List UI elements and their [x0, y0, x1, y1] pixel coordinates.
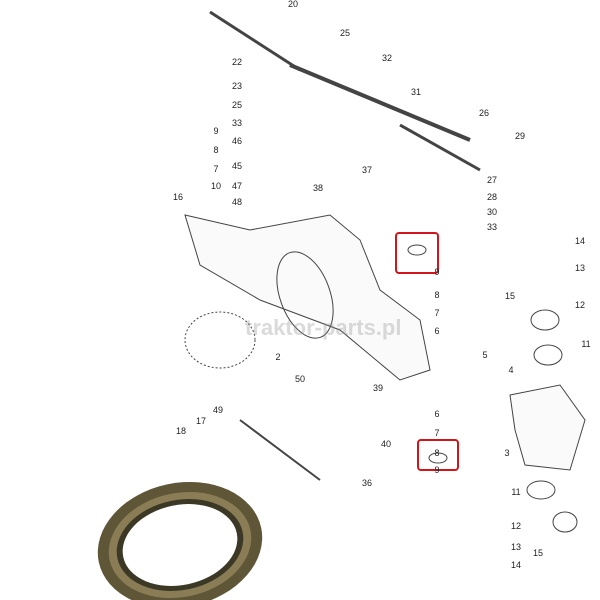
callout-27: 27 [486, 175, 498, 185]
callout-15: 15 [504, 291, 516, 301]
tie-rod-left [209, 10, 301, 72]
callout-39: 39 [372, 383, 384, 393]
callout-7: 7 [213, 164, 219, 174]
axle-housing [184, 214, 431, 381]
watermark: traktor-parts.pl [245, 315, 402, 340]
callout-18: 18 [175, 426, 187, 436]
callout-26: 26 [478, 108, 490, 118]
callout-6: 6 [434, 326, 440, 336]
callout-10: 10 [210, 181, 222, 191]
callout-16: 16 [172, 192, 184, 202]
callout-33: 33 [486, 222, 498, 232]
callout-17: 17 [195, 416, 207, 426]
callout-25: 25 [231, 100, 243, 110]
callout-15: 15 [532, 548, 544, 558]
callout-11: 11 [581, 339, 591, 349]
callout-14: 14 [510, 560, 522, 570]
callout-36: 36 [361, 478, 373, 488]
callout-23: 23 [231, 81, 243, 91]
callout-3: 3 [504, 448, 510, 458]
callout-13: 13 [510, 542, 522, 552]
callout-9: 9 [434, 267, 440, 277]
callout-11: 11 [511, 487, 521, 497]
bushing-11 [533, 344, 563, 366]
axle-flange [276, 251, 334, 339]
callout-29: 29 [514, 131, 526, 141]
callout-33: 33 [231, 118, 243, 128]
callout-9: 9 [213, 126, 219, 136]
callout-12: 12 [510, 521, 522, 531]
callout-22: 22 [231, 57, 243, 67]
callout-12: 12 [574, 300, 586, 310]
seal-9-bottom [428, 452, 448, 464]
callout-8: 8 [434, 290, 440, 300]
callout-28: 28 [486, 192, 498, 202]
callout-40: 40 [380, 439, 392, 449]
oil-seal-photo [97, 481, 263, 600]
callout-37: 37 [361, 165, 373, 175]
callout-38: 38 [312, 183, 324, 193]
callout-20: 20 [287, 0, 299, 9]
callout-4: 4 [508, 365, 514, 375]
callout-9: 9 [434, 465, 440, 475]
callout-46: 46 [231, 136, 243, 146]
callout-13: 13 [574, 263, 586, 273]
tie-rod-right [399, 123, 481, 172]
highlight-box-bottom [417, 439, 459, 471]
callout-8: 8 [434, 448, 440, 458]
callout-14: 14 [574, 236, 586, 246]
callout-25: 25 [339, 28, 351, 38]
tie-rod-bar [289, 63, 471, 142]
seal-9-top [407, 244, 427, 256]
callout-50: 50 [294, 374, 306, 384]
callout-31: 31 [410, 87, 422, 97]
differential [184, 311, 256, 369]
callout-48: 48 [231, 197, 243, 207]
drive-shaft [239, 419, 321, 481]
callout-2: 2 [275, 352, 281, 362]
steering-knuckle [509, 384, 586, 471]
callout-45: 45 [231, 161, 243, 171]
bushing-11b [526, 480, 556, 500]
callout-7: 7 [434, 428, 440, 438]
callout-32: 32 [381, 53, 393, 63]
bushing-12 [530, 309, 560, 331]
callout-7: 7 [434, 308, 440, 318]
callout-30: 30 [486, 207, 498, 217]
callout-8: 8 [213, 145, 219, 155]
bushing-12b [552, 511, 578, 533]
callout-47: 47 [231, 181, 243, 191]
callout-5: 5 [482, 350, 488, 360]
callout-49: 49 [212, 405, 224, 415]
callout-6: 6 [434, 409, 440, 419]
highlight-box-top [395, 232, 439, 274]
